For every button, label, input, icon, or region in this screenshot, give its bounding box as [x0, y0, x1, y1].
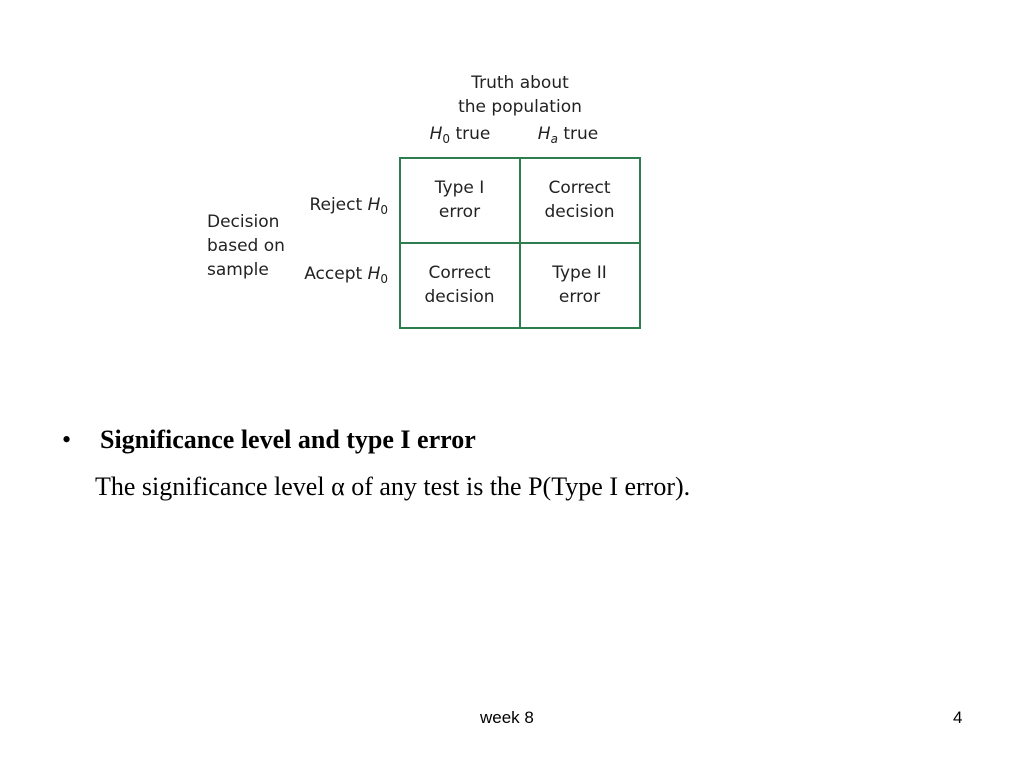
footer-label: week 8 — [480, 708, 534, 727]
cell-correct-reject-line1: Correct — [548, 178, 611, 198]
cell-type-i-line1: Type I — [434, 178, 485, 198]
cell-correct-accept-line2: decision — [424, 287, 495, 307]
cell-correct-accept-line1: Correct — [428, 263, 491, 283]
cell-type-ii-line1: Type II — [552, 263, 607, 283]
cell-correct-decision-reject: Correct decision — [521, 159, 638, 241]
cell-type-ii-line2: error — [558, 287, 601, 307]
bullet-marker: • — [62, 425, 72, 454]
bullet-body-before: The significance level — [95, 472, 332, 501]
col-label-h0-suffix: true — [450, 124, 491, 144]
cell-type-i-error: Type I error — [401, 159, 518, 241]
matrix-horizontal-divider — [401, 242, 639, 244]
bullet-body: The significance level α of any test is … — [95, 470, 690, 504]
truth-header-line1: Truth about — [471, 73, 569, 93]
row-label-accept-prefix: Accept — [304, 264, 368, 284]
col-label-h0-subscript: 0 — [442, 132, 451, 146]
bullet-heading: Significance level and type I error — [100, 425, 476, 454]
row-label-accept-symbol: H — [367, 264, 381, 284]
col-label-ha-suffix: true — [557, 124, 599, 144]
col-label-h0-true: H0 true — [405, 122, 515, 151]
row-label-reject-prefix: Reject — [309, 195, 368, 215]
col-label-ha-true: Ha true — [513, 122, 623, 151]
cell-correct-reject-line2: decision — [544, 202, 615, 222]
col-label-ha-symbol: H — [537, 124, 551, 144]
decision-label-line3: sample — [207, 260, 269, 280]
decision-label: Decision based on sample — [207, 210, 285, 282]
col-label-ha-subscript: a — [550, 132, 558, 146]
row-label-accept-h0: Accept H0 — [280, 262, 388, 291]
cell-type-i-line2: error — [438, 202, 481, 222]
cell-type-ii-error: Type II error — [521, 244, 638, 326]
decision-label-line1: Decision — [207, 212, 280, 232]
bullet-body-after: of any test is the P(Type I error). — [344, 472, 691, 501]
decision-matrix: Type I error Correct decision Correct de… — [399, 157, 641, 329]
decision-label-line2: based on — [207, 236, 285, 256]
page-number: 4 — [953, 708, 963, 727]
row-label-accept-subscript: 0 — [380, 272, 388, 286]
cell-correct-decision-accept: Correct decision — [401, 244, 518, 326]
row-label-reject-h0: Reject H0 — [280, 193, 388, 222]
col-label-h0-symbol: H — [429, 124, 443, 144]
alpha-symbol: α — [331, 472, 345, 501]
truth-header: Truth about the population — [420, 71, 620, 119]
truth-header-line2: the population — [458, 97, 582, 117]
row-label-reject-subscript: 0 — [380, 203, 388, 217]
row-label-reject-symbol: H — [367, 195, 381, 215]
